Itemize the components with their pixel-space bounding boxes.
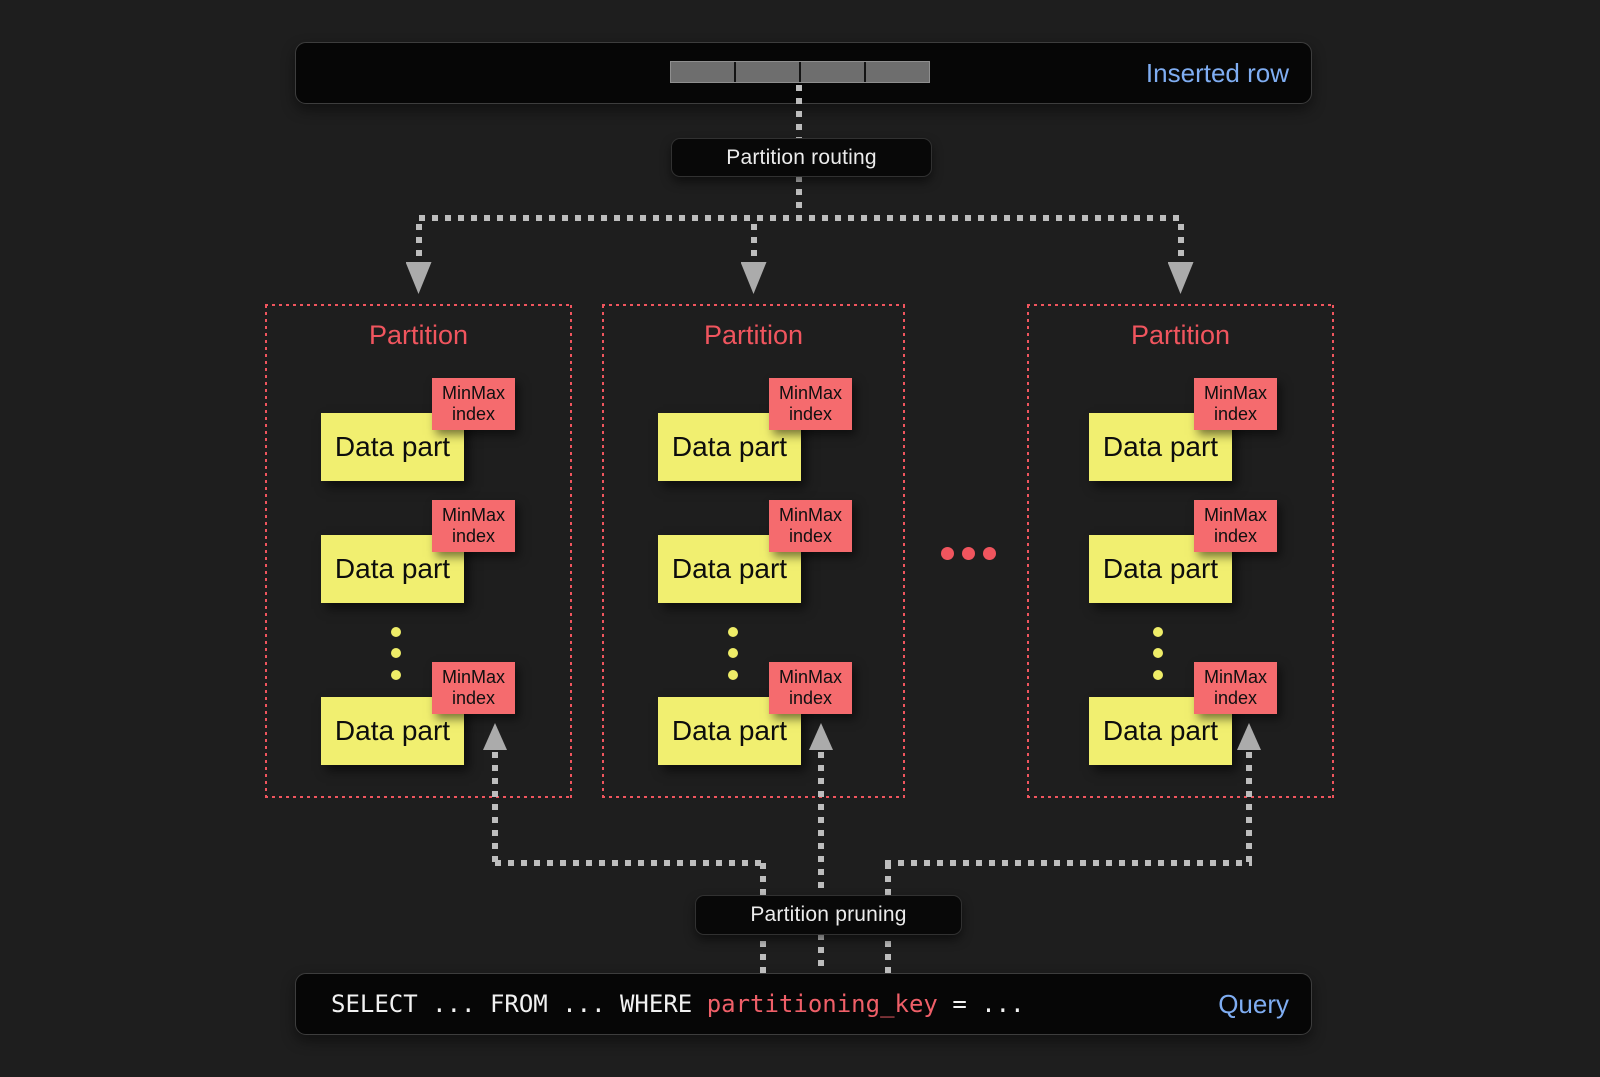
more-parts-dot [1153, 627, 1163, 637]
more-parts-dot [1153, 670, 1163, 680]
partition-title: Partition [1130, 320, 1231, 350]
routing-spreader-line [418, 215, 1185, 221]
pruning-collector-left [495, 860, 766, 866]
query-panel: SELECT ... FROM ... WHERE partitioning_k… [295, 973, 1312, 1035]
more-parts-dot [728, 648, 738, 658]
data-part-label: Data part [1102, 553, 1219, 584]
more-parts-dot [728, 627, 738, 637]
partition-ellipsis-dot [940, 547, 954, 560]
sql-text: SELECT ... FROM ... WHERE partitioning_k… [331, 974, 1025, 1034]
data-part-label: Data part [671, 715, 788, 746]
pruning-arrow-stem [492, 752, 498, 863]
data-part-label: Data part [334, 431, 451, 462]
data-part-label: Data part [671, 431, 788, 462]
partition-pruning-pill: Partition pruning [695, 895, 962, 935]
routing-arrow-stem [1177, 224, 1184, 262]
data-part-label: Data part [671, 553, 788, 584]
more-parts-dot [391, 648, 401, 658]
inserted-row-panel: Inserted row [295, 42, 1312, 104]
more-parts-dot [391, 670, 401, 680]
partition-title: Partition [368, 320, 469, 350]
row-segments-bar [670, 61, 930, 83]
data-part-box: Data part [321, 535, 464, 603]
data-part-box: Data part [1089, 535, 1232, 603]
pruning-arrow-stem [818, 752, 824, 973]
sql-prefix: SELECT ... FROM ... WHERE [331, 990, 707, 1018]
more-parts-dot [728, 670, 738, 680]
partition-title: Partition [703, 320, 804, 350]
more-parts-dot [1153, 648, 1163, 658]
down-arrowhead [1167, 262, 1194, 294]
row-segment [671, 62, 734, 82]
partition-routing-pill: Partition routing [671, 138, 932, 177]
data-part-box: Data part [1089, 697, 1232, 765]
sql-suffix: = ... [937, 990, 1025, 1018]
row-segment [866, 62, 929, 82]
down-arrowhead [740, 262, 767, 294]
row-segment [736, 62, 799, 82]
routing-arrow-stem [415, 224, 422, 262]
partition-pruning-label: Partition pruning [750, 903, 907, 926]
sql-partitioning-key: partitioning_key [706, 990, 938, 1018]
partition-routing-label: Partition routing [726, 145, 877, 169]
routing-arrow-stem [750, 224, 757, 262]
partition-ellipsis-dot [982, 547, 996, 560]
query-label: Query [1218, 988, 1289, 1019]
data-part-label: Data part [1102, 715, 1219, 746]
inserted-row-label: Inserted row [1145, 57, 1289, 88]
partition-ellipsis-dot [961, 547, 975, 560]
row-segment [801, 62, 864, 82]
pruning-collector-right [885, 860, 1252, 866]
pruning-arrow-stem [1246, 752, 1252, 863]
data-part-label: Data part [334, 715, 451, 746]
down-arrowhead [405, 262, 432, 294]
data-part-label: Data part [1102, 431, 1219, 462]
data-part-label: Data part [334, 553, 451, 584]
more-parts-dot [391, 627, 401, 637]
data-part-box: Data part [658, 413, 801, 481]
